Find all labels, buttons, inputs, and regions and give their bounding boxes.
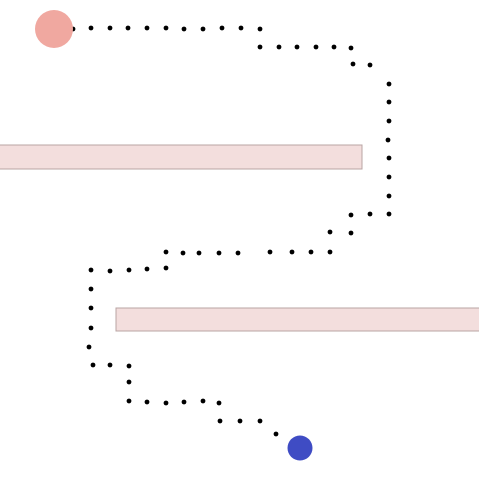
path-dot [88,25,94,31]
path-dot [350,61,356,67]
path-dot [257,418,263,424]
path-dot [331,44,337,50]
path-dot [327,249,333,255]
path-dot [237,418,243,424]
path-dot [385,137,391,143]
path-dot [219,25,225,31]
path-dot [216,400,222,406]
path-dot [327,229,333,235]
path-dot [126,267,132,273]
path-dot [126,363,132,369]
path-dot [238,25,244,31]
path-dot [216,250,222,256]
path-dot [294,44,300,50]
path-dot [367,211,373,217]
path-dot [126,398,132,404]
path-dot [235,250,241,256]
path-dot [273,431,279,437]
path-dot [386,211,392,217]
path-dot [386,174,392,180]
path-dot [90,362,96,368]
path-dot [386,193,392,199]
path-dot [163,249,169,255]
path-dot [88,325,94,331]
path-dot [386,81,392,87]
path-dot [257,44,263,50]
path-dot [107,362,113,368]
path-dot [144,25,150,31]
path-dot [308,249,314,255]
path-dot [163,400,169,406]
path-dot [289,249,295,255]
path-dot [126,379,132,385]
goal-marker[interactable] [287,435,313,461]
path-dot [163,265,169,271]
path-dot [181,399,187,405]
path-dot [367,62,373,68]
path-dot [86,344,92,350]
path-dot [88,305,94,311]
path-dot [257,26,263,32]
path-dot [196,250,202,256]
walls-layer [0,144,479,332]
path-dot [181,26,187,32]
path-dot [313,44,319,50]
path-dot [163,25,169,31]
path-dot [107,25,113,31]
path-dot [217,418,223,424]
path-dot [144,266,150,272]
start-marker [35,10,73,48]
path-dot [386,99,392,105]
path-dot [200,26,206,32]
path-dot [180,250,186,256]
path-dot [200,398,206,404]
path-dot [386,155,392,161]
path-dot [144,399,150,405]
path-dot [348,45,354,51]
path-dot [107,268,113,274]
path-dot [386,118,392,124]
path-dot [276,44,282,50]
upper-wall [0,144,363,170]
path-dot [267,249,273,255]
path-dot [348,230,354,236]
path-dot [88,286,94,292]
lower-wall [115,307,479,332]
path-dot [125,25,131,31]
trajectory-path [51,25,392,437]
path-dot [88,267,94,273]
path-dot [348,212,354,218]
